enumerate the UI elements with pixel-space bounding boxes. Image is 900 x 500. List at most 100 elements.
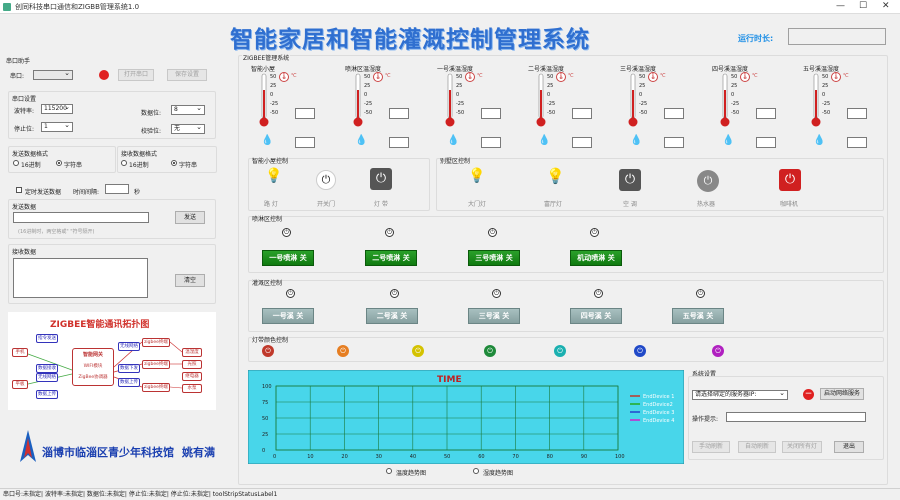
irrigation-button-3[interactable]: 四号溪 关 xyxy=(570,308,622,324)
chart-xtick-label: 70 xyxy=(512,454,518,460)
auto-refresh-button[interactable]: 自动刷新 xyxy=(738,441,776,453)
topology-title: ZIGBEE智能通讯拓扑图 xyxy=(50,320,150,330)
water-heater-power-icon[interactable]: ⏻ xyxy=(697,170,719,192)
interval-input[interactable] xyxy=(105,184,129,194)
irrigation-button-4[interactable]: 五号溪 关 xyxy=(672,308,724,324)
therm-tick: 0 xyxy=(639,92,643,98)
therm-tick: 50 xyxy=(822,74,829,80)
close-lights-button[interactable]: 关闭所有灯 xyxy=(782,441,822,453)
send-hint: (16进制时，两空格或" "符号隔开) xyxy=(18,229,95,235)
irrigation-power-icon-4[interactable]: ⏻ xyxy=(696,289,705,298)
irrigation-power-icon-0[interactable]: ⏻ xyxy=(286,289,295,298)
humidity-value-box xyxy=(389,137,409,148)
area-title-3: 二号溪温湿度 xyxy=(528,66,565,73)
spray-power-icon-1[interactable]: ⏻ xyxy=(385,228,394,237)
send-string-radio[interactable] xyxy=(56,160,62,166)
door-power-icon[interactable]: ⏻ xyxy=(316,170,336,190)
parity-label: 校验位: xyxy=(141,128,162,135)
spray-power-icon-2[interactable]: ⏻ xyxy=(488,228,497,237)
temp-trend-radio[interactable] xyxy=(386,468,392,474)
baud-select[interactable]: 115200 xyxy=(41,103,73,114)
villa-group xyxy=(436,158,884,211)
server-select[interactable]: 请选择绑定的服务器IP: xyxy=(692,389,788,400)
maximize-icon[interactable]: ☐ xyxy=(859,1,868,11)
irrigation-button-2[interactable]: 三号溪 关 xyxy=(468,308,520,324)
app-icon xyxy=(3,3,11,11)
irrigation-power-icon-3[interactable]: ⏻ xyxy=(594,289,603,298)
therm-tick: 0 xyxy=(731,92,735,98)
send-data-input[interactable] xyxy=(13,212,149,223)
recv-data-group xyxy=(8,244,216,304)
send-hex-radio[interactable] xyxy=(13,160,19,166)
minimize-icon[interactable]: — xyxy=(836,1,845,11)
ac-power-icon[interactable]: ⏻ xyxy=(619,169,641,191)
temp-value-box xyxy=(295,108,315,119)
light-color-2-icon[interactable]: ⏻ xyxy=(412,345,424,357)
light-color-6-icon[interactable]: ⏻ xyxy=(712,345,724,357)
lightstrip-label: 灯 带 xyxy=(374,201,388,208)
spray-button-0[interactable]: 一号喷淋 关 xyxy=(262,250,314,266)
timed-send-checkbox[interactable] xyxy=(16,187,22,193)
irrigation-power-icon-2[interactable]: ⏻ xyxy=(492,289,501,298)
smart-house-group xyxy=(248,158,430,211)
exit-button[interactable]: 退出 xyxy=(834,441,864,453)
light-color-title: 灯带颜色控制 xyxy=(252,335,289,344)
light-color-0-icon[interactable]: ⏻ xyxy=(262,345,274,357)
light-color-5-icon[interactable]: ⏻ xyxy=(634,345,646,357)
temp-value-box xyxy=(389,108,409,119)
recv-hex-radio[interactable] xyxy=(121,160,127,166)
topology-rlabel-3: 数据上传 xyxy=(118,378,140,387)
streetlight-icon[interactable]: 💡 xyxy=(265,168,283,184)
close-icon[interactable]: ✕ xyxy=(882,1,890,11)
stopbits-select[interactable]: 1 xyxy=(41,121,73,132)
spray-title: 喷淋区控制 xyxy=(252,214,283,223)
spray-power-icon-0[interactable]: ⏻ xyxy=(282,228,291,237)
therm-tick: 25 xyxy=(639,83,646,89)
thermometer-icon xyxy=(353,73,363,127)
save-settings-button[interactable]: 保存设置 xyxy=(167,69,207,81)
zigbee-system-title: ZIGBEE管理系统 xyxy=(242,53,291,62)
smart-house-title: 智能小屋控制 xyxy=(252,156,289,165)
irrigation-button-1[interactable]: 二号溪 关 xyxy=(366,308,418,324)
temp-gauge-icon: 🌡 xyxy=(740,72,750,82)
recv-string-radio[interactable] xyxy=(171,160,177,166)
humidity-value-box xyxy=(847,137,867,148)
title-bar: 创同科技串口通信和ZIGBB管理系统1.0 — ☐ ✕ xyxy=(0,0,900,14)
recv-data-textarea[interactable] xyxy=(13,258,148,298)
hall-light-icon[interactable]: 💡 xyxy=(546,167,565,185)
recv-format-title: 接收数据格式 xyxy=(121,151,158,158)
spray-button-1[interactable]: 二号喷淋 关 xyxy=(365,250,417,266)
clear-button[interactable]: 清空 xyxy=(175,274,205,287)
therm-tick: 50 xyxy=(456,74,463,80)
irrigation-button-0[interactable]: 一号溪 关 xyxy=(262,308,314,324)
manual-refresh-button[interactable]: 手动刷新 xyxy=(692,441,730,453)
gate-light-label: 大门灯 xyxy=(468,201,487,208)
databits-select[interactable]: 8 xyxy=(171,104,205,115)
ac-label: 空 调 xyxy=(623,201,637,208)
spray-button-3[interactable]: 机动喷淋 关 xyxy=(570,250,622,266)
humid-trend-radio[interactable] xyxy=(473,468,479,474)
gate-light-icon[interactable]: 💡 xyxy=(468,168,486,184)
stopbits-label: 停止位: xyxy=(14,126,35,133)
area-title-5: 四号溪温湿度 xyxy=(712,66,749,73)
light-color-1-icon[interactable]: ⏻ xyxy=(337,345,349,357)
topology-sensor-1: 温湿度 xyxy=(182,348,202,357)
coffee-power-icon[interactable]: ⏻ xyxy=(779,169,801,191)
light-color-3-icon[interactable]: ⏻ xyxy=(484,345,496,357)
unit-label: ℃ xyxy=(568,73,574,79)
topology-sensor-3: 继电器 xyxy=(182,372,202,381)
org-logo-icon xyxy=(18,430,38,465)
spray-power-icon-3[interactable]: ⏻ xyxy=(590,228,599,237)
start-network-button[interactable]: 启动网络服务 xyxy=(820,388,864,400)
therm-tick: 25 xyxy=(547,83,554,89)
light-color-4-icon[interactable]: ⏻ xyxy=(554,345,566,357)
spray-button-2[interactable]: 三号喷淋 关 xyxy=(468,250,520,266)
lightstrip-power-icon[interactable]: ⏻ xyxy=(370,168,392,190)
chart-xtick-label: 0 xyxy=(273,454,276,460)
open-port-button[interactable]: 打开串口 xyxy=(118,69,154,81)
tip-input[interactable] xyxy=(726,412,866,422)
send-button[interactable]: 发送 xyxy=(175,211,205,224)
irrigation-power-icon-1[interactable]: ⏻ xyxy=(390,289,399,298)
parity-select[interactable]: 无 xyxy=(171,123,205,134)
port-select[interactable] xyxy=(33,69,73,80)
